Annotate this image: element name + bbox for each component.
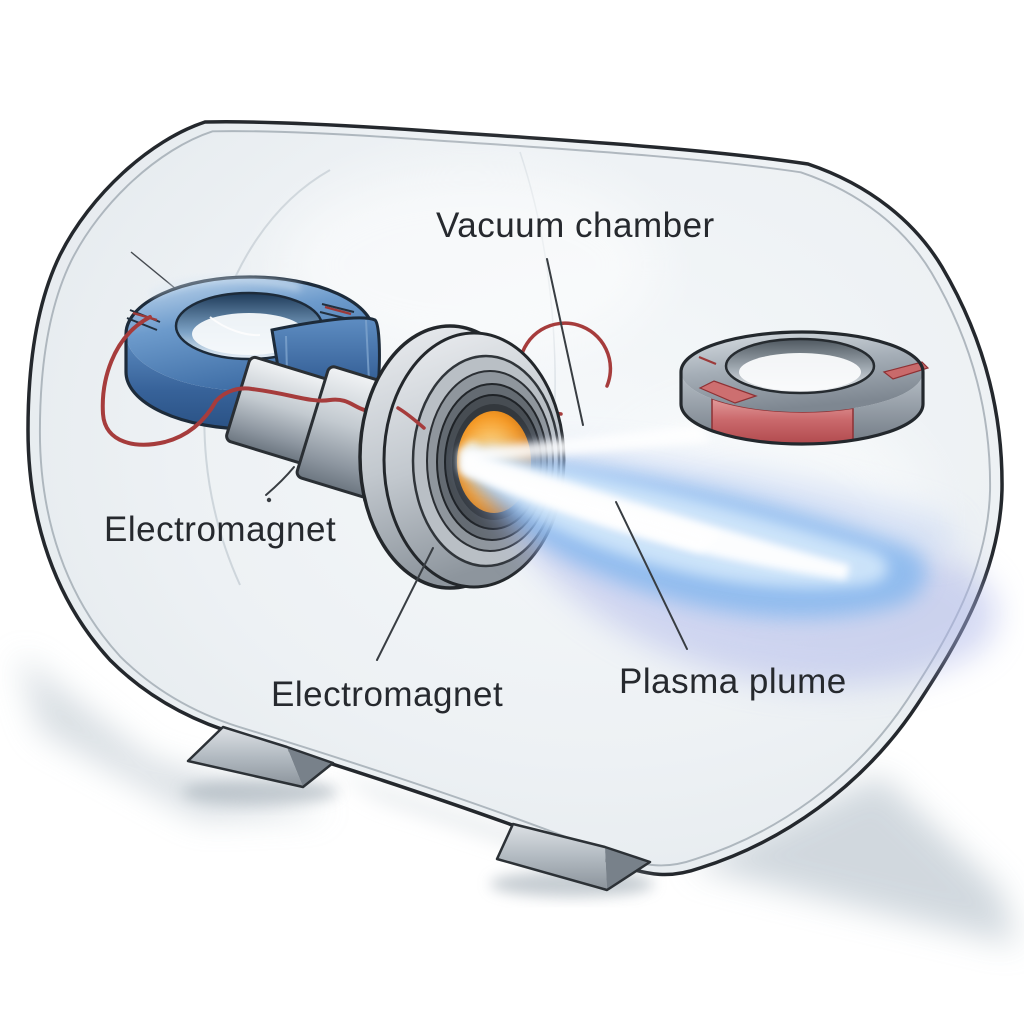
leader-dot bbox=[266, 497, 272, 503]
foot-left-side-face bbox=[287, 747, 333, 787]
gray-ring-seam-left bbox=[698, 355, 717, 366]
leader-electromagnet-left bbox=[265, 466, 295, 496]
red-wedge-right bbox=[882, 361, 930, 380]
plume-white-ray-upper bbox=[462, 425, 710, 463]
wire-into-nozzle bbox=[396, 406, 426, 430]
plume-white-ray-lower bbox=[462, 462, 720, 552]
plume-white-core bbox=[460, 450, 850, 580]
label-electromagnet-left: Electromagnet bbox=[104, 510, 336, 549]
ground-shadow-left bbox=[18, 655, 330, 818]
foot-right-front-face bbox=[497, 824, 607, 890]
support-foot-left bbox=[186, 725, 335, 789]
foot-left-outline bbox=[186, 725, 335, 789]
electromagnet-ring-gray-red bbox=[679, 330, 930, 446]
red-wedge-left bbox=[698, 380, 758, 404]
leader-electromagnet-nozzle bbox=[376, 547, 434, 661]
label-vacuum-chamber: Vacuum chamber bbox=[436, 206, 715, 245]
support-foot-right bbox=[495, 822, 652, 892]
label-electromagnet-nozzle: Electromagnet bbox=[271, 675, 503, 714]
foot-shadow-left bbox=[182, 779, 338, 805]
leader-plasma-plume bbox=[615, 501, 688, 650]
chamber-glass-inner-line bbox=[38, 130, 992, 867]
gray-ring-hole-glint bbox=[739, 353, 861, 391]
labels: Vacuum chamber Electromagnet Electromagn… bbox=[104, 206, 847, 714]
label-plasma-plume: Plasma plume bbox=[619, 662, 847, 701]
blue-coil-highlight bbox=[148, 276, 301, 298]
foot-left-front-face bbox=[188, 727, 303, 787]
blue-coil-seam-red-left bbox=[132, 311, 158, 322]
gray-ring-outline bbox=[679, 330, 925, 446]
foot-right-side-face bbox=[605, 847, 650, 890]
leader-vacuum-chamber bbox=[546, 258, 584, 426]
leader-lines bbox=[265, 258, 688, 661]
glass-highlight-top bbox=[280, 170, 660, 360]
blue-coil-seam-red-right bbox=[324, 305, 352, 316]
foot-right-outline bbox=[495, 822, 652, 892]
support-feet bbox=[182, 725, 654, 897]
ground-shadow-right bbox=[690, 775, 1018, 945]
thin-feed-wire-glint bbox=[209, 316, 261, 337]
wire-loop-left bbox=[100, 315, 426, 447]
plasma-plume bbox=[460, 425, 997, 687]
